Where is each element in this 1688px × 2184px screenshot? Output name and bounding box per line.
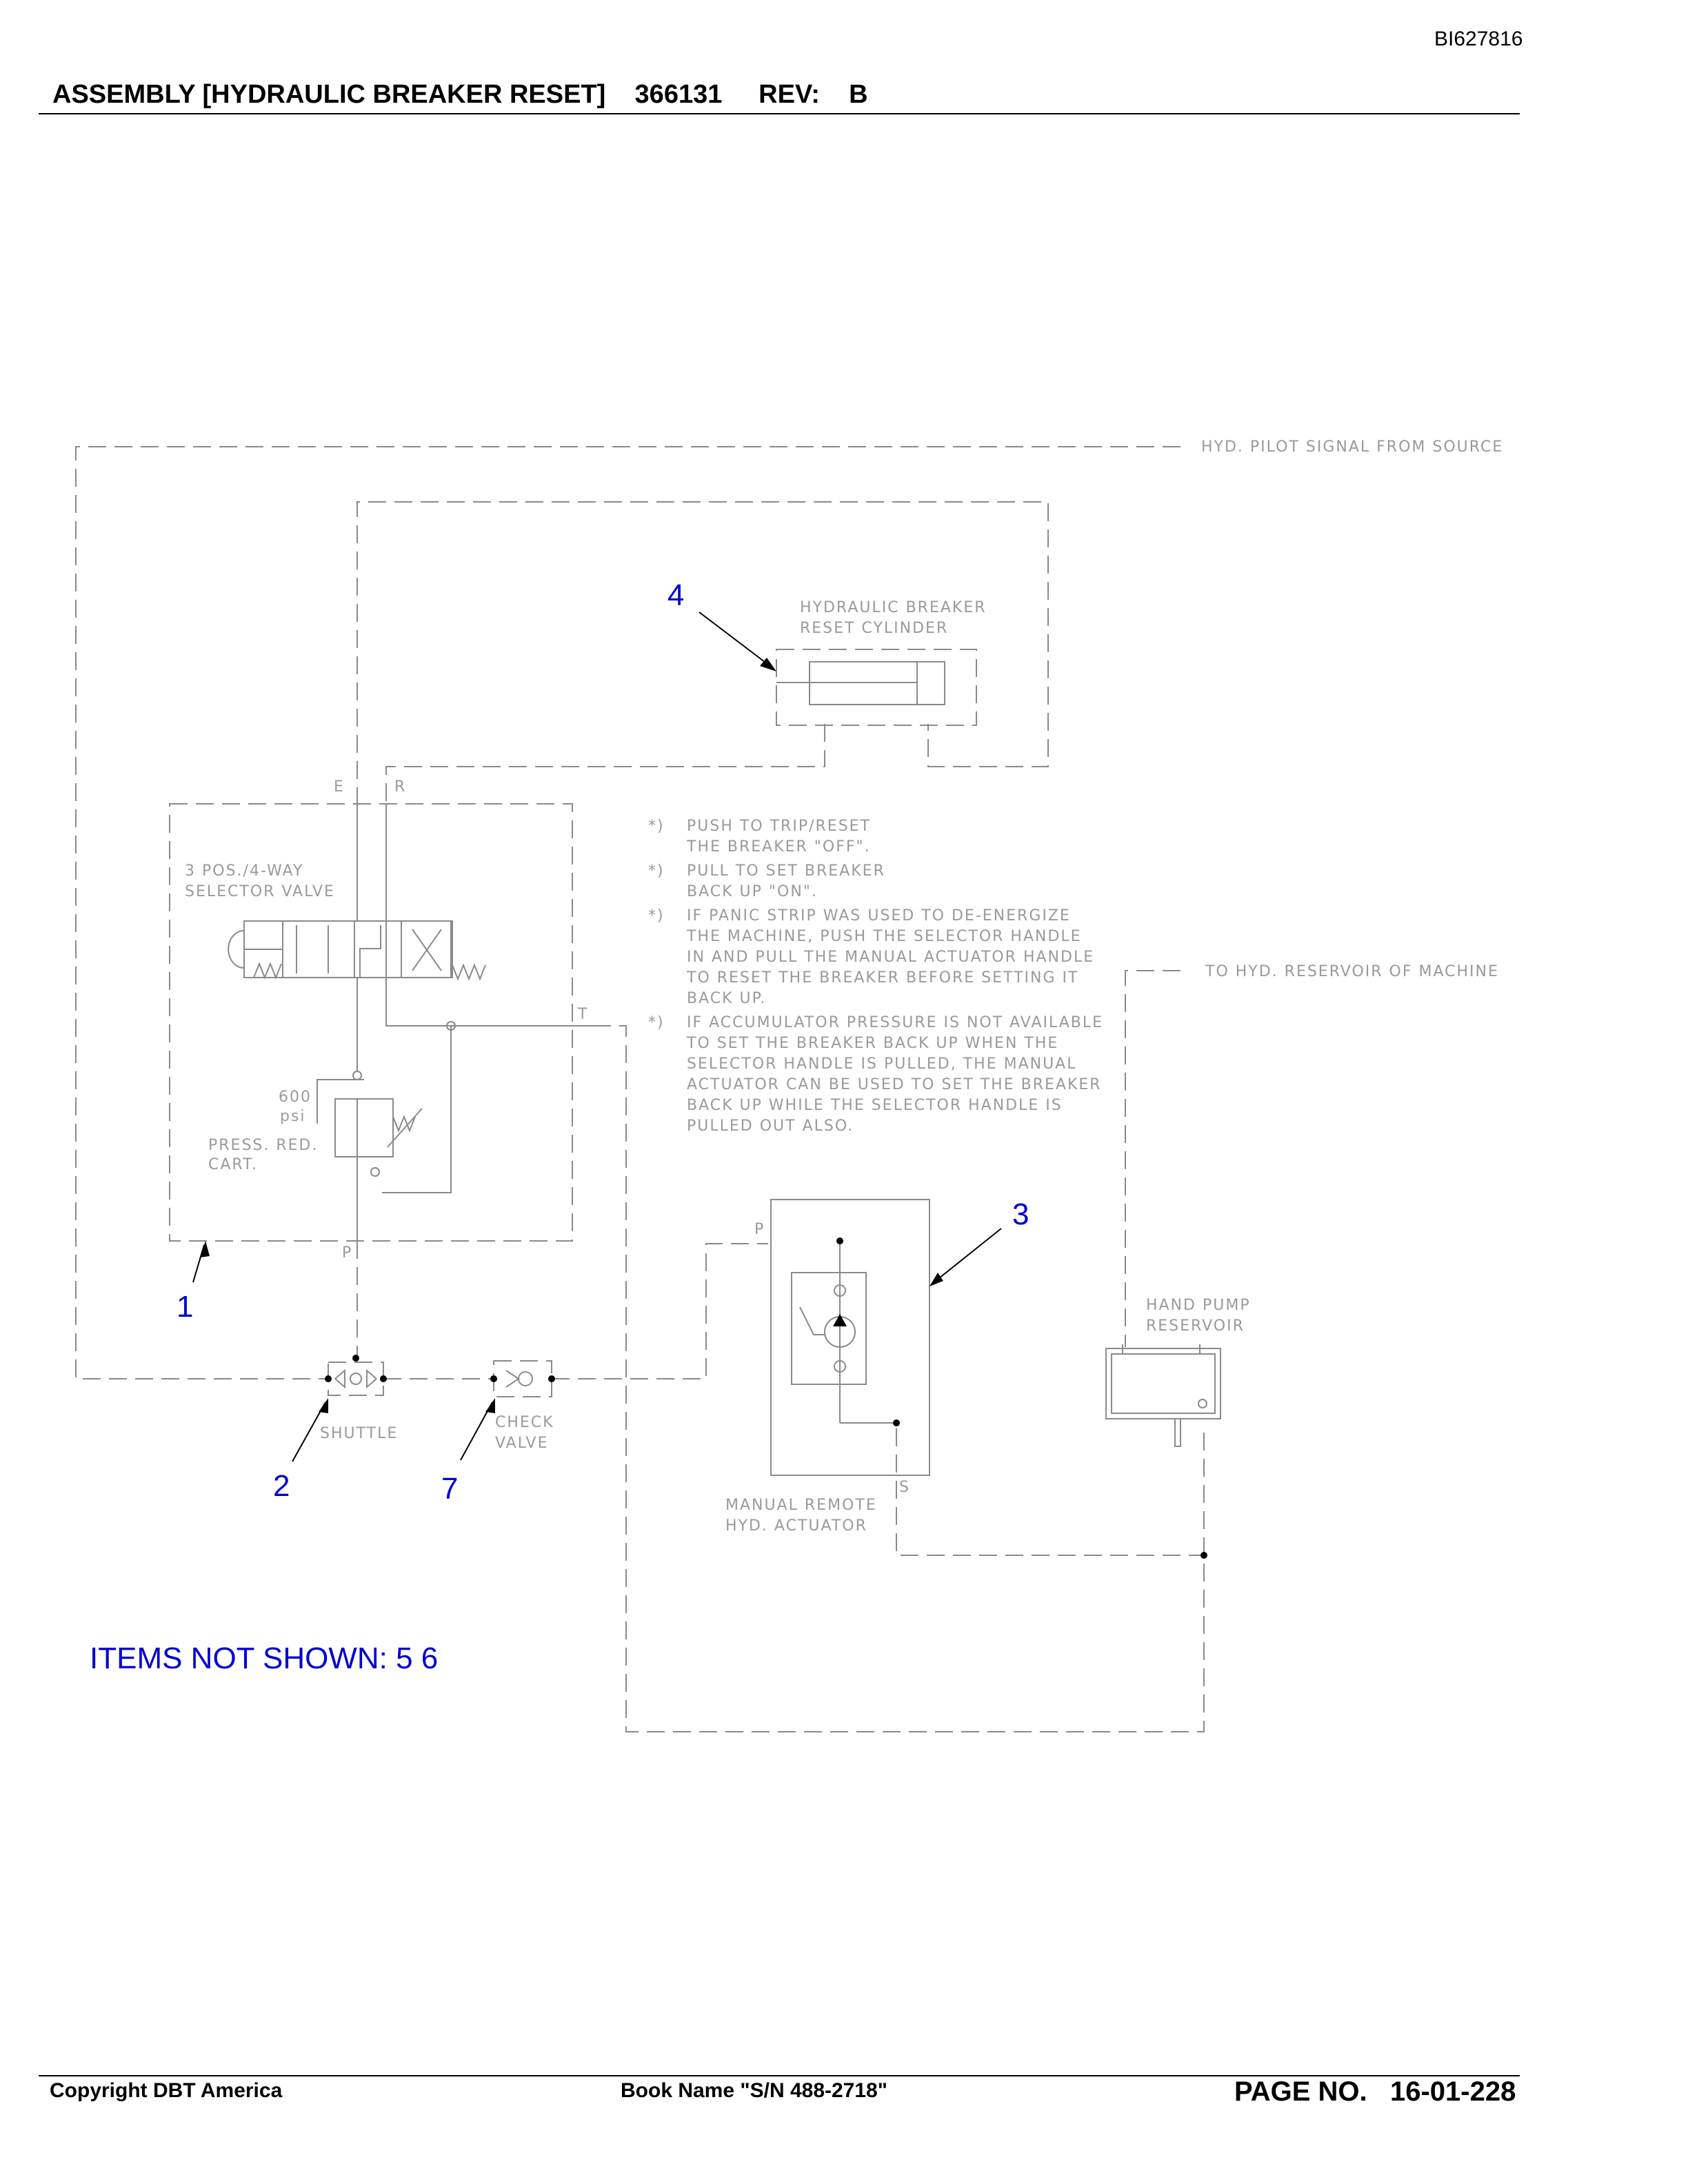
note-1-marker: *): [648, 818, 665, 835]
note-4-line-1: IF ACCUMULATOR PRESSURE IS NOT AVAILABLE: [687, 1014, 1103, 1031]
to-reservoir-label: TO HYD. RESERVOIR OF MACHINE: [1205, 963, 1499, 980]
title-text: ASSEMBLY [HYDRAULIC BREAKER RESET]: [52, 80, 606, 109]
port-e-label: E: [334, 778, 345, 796]
note-3-line-1: IF PANIC STRIP WAS USED TO DE-ENERGIZE: [687, 907, 1071, 924]
reset-cylinder: HYDRAULIC BREAKER RESET CYLINDER: [776, 599, 987, 726]
callout-7: 7: [441, 1472, 458, 1506]
footer-page-number: PAGE NO. 16-01-228: [1234, 2076, 1516, 2107]
shuttle-label: SHUTTLE: [320, 1425, 398, 1442]
port-p-actuator-label: P: [754, 1221, 765, 1238]
pilot-signal-label: HYD. PILOT SIGNAL FROM SOURCE: [1201, 438, 1503, 456]
document-id: BI627816: [1434, 28, 1523, 50]
cylinder-pilot-line: [356, 501, 1049, 805]
footer-copyright: Copyright DBT America: [50, 2079, 283, 2102]
note-3-line-4: TO RESET THE BREAKER BEFORE SETTING IT: [686, 969, 1078, 987]
hand-pump-label-2: RESERVOIR: [1146, 1317, 1245, 1335]
callouts: 4 3 1 2 7: [177, 578, 1029, 1506]
callout-3: 3: [1012, 1197, 1029, 1231]
pressure-setting-unit: psi: [280, 1108, 306, 1125]
items-not-shown: ITEMS NOT SHOWN: 5 6: [90, 1641, 438, 1675]
press-red-label-1: PRESS. RED.: [208, 1137, 319, 1154]
page-number: 16-01-228: [1389, 2076, 1516, 2107]
note-4-line-4: ACTUATOR CAN BE USED TO SET THE BREAKER: [687, 1076, 1102, 1093]
note-1-line-1: PUSH TO TRIP/RESET: [687, 818, 871, 835]
note-2-line-2: BACK UP "ON".: [687, 883, 818, 900]
selector-valve-label-1: 3 POS./4-WAY: [185, 862, 303, 880]
check-valve-label-2: VALVE: [495, 1435, 548, 1452]
callout-4: 4: [667, 578, 684, 612]
cylinder-label-2: RESET CYLINDER: [800, 620, 948, 637]
note-4-marker: *): [648, 1014, 665, 1031]
pilot-signal-line: HYD. PILOT SIGNAL FROM SOURCE: [75, 438, 1503, 1379]
rev-label: REV:: [758, 80, 820, 109]
port-s-label: S: [899, 1479, 910, 1496]
note-1-line-2: THE BREAKER "OFF".: [686, 838, 871, 856]
note-4-line-3: SELECTOR HANDLE IS PULLED, THE MANUAL: [687, 1055, 1077, 1073]
note-4-line-2: TO SET THE BREAKER BACK UP WHEN THE: [686, 1035, 1058, 1052]
port-r-label: R: [394, 778, 406, 796]
title-rule: [39, 113, 1520, 114]
note-4-line-6: PULLED OUT ALSO.: [687, 1118, 854, 1135]
main-pressure-lines: TO HYD. RESERVOIR OF MACHINE: [356, 963, 1499, 1732]
part-number: 366131: [634, 80, 723, 109]
actuator-label-2: HYD. ACTUATOR: [725, 1517, 867, 1535]
hand-pump-label-1: HAND PUMP: [1146, 1297, 1251, 1314]
note-3-line-2: THE MACHINE, PUSH THE SELECTOR HANDLE: [686, 928, 1082, 945]
port-p-valve-label: P: [342, 1244, 352, 1262]
check-valve: CHECK VALVE: [490, 1360, 555, 1452]
operating-notes: *) PUSH TO TRIP/RESET THE BREAKER "OFF".…: [648, 818, 1103, 1135]
selector-valve-assembly: E R T P 3 POS./4-WAY SELECTOR VALVE: [169, 778, 593, 1262]
document-title: ASSEMBLY [HYDRAULIC BREAKER RESET] 36613…: [52, 80, 868, 110]
press-red-label-2: CART.: [208, 1156, 258, 1173]
note-4-line-5: BACK UP WHILE THE SELECTOR HANDLE IS: [687, 1097, 1063, 1114]
hand-pump-reservoir: HAND PUMP RESERVOIR: [1105, 1297, 1251, 1559]
pressure-setting-value: 600: [279, 1089, 312, 1106]
footer-rule: [39, 2075, 1520, 2076]
check-valve-label-1: CHECK: [495, 1414, 554, 1431]
cylinder-label-1: HYDRAULIC BREAKER: [800, 599, 987, 616]
selector-valve-label-2: SELECTOR VALVE: [185, 883, 335, 900]
rev-value: B: [849, 80, 868, 109]
shuttle-valve: SHUTTLE: [320, 1355, 398, 1442]
note-2-line-1: PULL TO SET BREAKER: [687, 862, 885, 880]
note-2-marker: *): [648, 862, 665, 880]
note-3-line-5: BACK UP.: [687, 990, 766, 1007]
actuator-label-1: MANUAL REMOTE: [725, 1497, 877, 1514]
page-label: PAGE NO.: [1234, 2076, 1367, 2107]
footer-book-name: Book Name "S/N 488-2718": [621, 2079, 887, 2102]
note-3-marker: *): [648, 907, 665, 924]
port-t-label: T: [577, 1006, 588, 1023]
callout-2: 2: [273, 1469, 290, 1503]
manual-remote-actuator: P S MANUAL REMOTE HYD. ACTUATOR: [725, 1199, 930, 1535]
note-3-line-3: IN AND PULL THE MANUAL ACTUATOR HANDLE: [687, 949, 1094, 966]
callout-1: 1: [177, 1290, 193, 1324]
